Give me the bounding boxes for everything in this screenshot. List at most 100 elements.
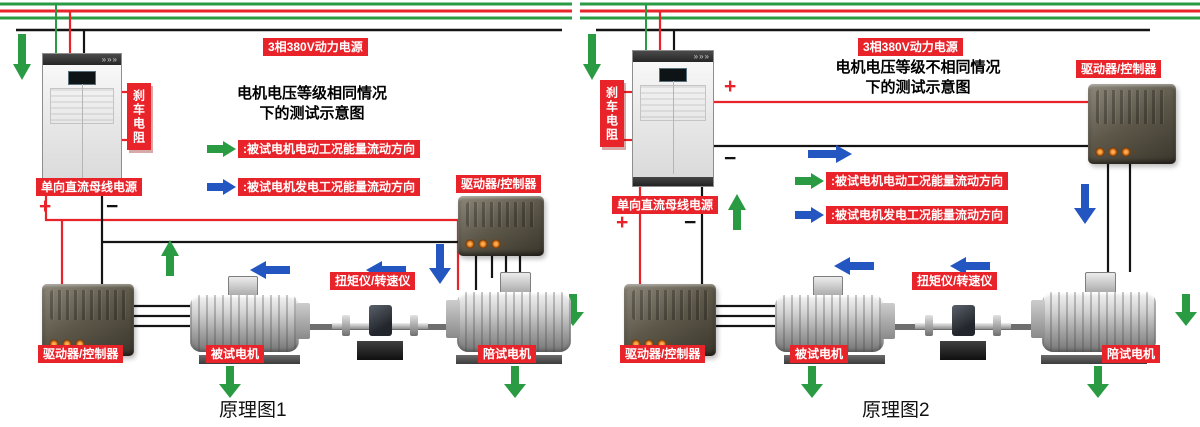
right-test-motor-endcap [881, 302, 895, 339]
right-green-arrow-down-right [1175, 294, 1197, 326]
left-blue-arrow-left-1 [250, 261, 290, 279]
left-legend-blue-arrow-icon [207, 179, 236, 195]
left-motor-under-test-device [190, 274, 312, 364]
right-plus-sign-top: + [724, 75, 737, 98]
right-minus-sign-top: − [724, 147, 737, 170]
left-power-supply-label: 3相380V动力电源 [263, 38, 368, 56]
left-title-line2: 下的测试示意图 [259, 105, 365, 122]
left-minus-sign: − [106, 195, 119, 218]
left-legend-generating-label: :被试电机发电工况能量流动方向 [238, 178, 420, 196]
right-blue-arrow-left-1 [834, 257, 874, 275]
right-test-motor-ribs [775, 294, 884, 353]
right-diagram-title: 电机电压等级不相同情况 下的测试示意图 [798, 58, 1038, 98]
left-companion-motor-label: 陪试电机 [478, 345, 537, 363]
right-companion-motor-body [1042, 291, 1156, 352]
left-green-arrow-up [161, 240, 179, 276]
left-torque-meter-device [332, 296, 428, 360]
right-legend-generating-label: :被试电机发电工况能量流动方向 [826, 206, 1008, 224]
left-caption: 原理图1 [219, 400, 287, 421]
right-title-line1: 电机电压等级不相同情况 [835, 59, 1001, 76]
left-motor-under-test-label: 被试电机 [206, 345, 265, 363]
right-test-driver-fins [632, 290, 708, 321]
right-legend-green-arrow-icon [795, 173, 824, 189]
left-companion-motor-ribs [457, 291, 571, 352]
right-power-bus-wires [580, 2, 1200, 51]
right-dc-bus-label: 单向直流母线电源 [612, 196, 719, 214]
left-test-motor-ribs [190, 294, 299, 353]
right-motor-under-test-label: 被试电机 [790, 345, 849, 363]
right-dc-link-wires [712, 100, 1132, 272]
right-test-driver-label: 驱动器/控制器 [620, 345, 706, 363]
right-companion-motor-ribs [1042, 291, 1156, 352]
right-blue-arrow-left-2 [950, 257, 990, 275]
right-companion-motor-endcap [1030, 300, 1045, 338]
right-cabinet-display [659, 68, 687, 82]
right-legend-blue-arrow-icon [795, 207, 824, 223]
right-blue-arrow-right [808, 145, 852, 163]
left-green-arrow-down-companion [504, 366, 526, 398]
right-minus-sign-bottom: − [684, 211, 697, 234]
right-torque-meter-base [939, 340, 987, 360]
right-companion-driver-ports [1095, 147, 1135, 157]
left-dc-bus-label: 单向直流母线电源 [36, 178, 143, 196]
left-companion-motor-body [457, 291, 571, 352]
right-torque-meter-coupling-right [992, 315, 1002, 336]
right-green-arrow-down-companion [1087, 366, 1109, 398]
right-cabinet-top-band [633, 51, 713, 62]
left-companion-driver-ports [465, 239, 505, 249]
right-cabinet-door-seam [673, 81, 674, 174]
left-green-arrow-down-motor [219, 366, 241, 398]
left-companion-motor-endcap [445, 300, 460, 338]
right-companion-driver-label: 驱动器/控制器 [1076, 60, 1162, 78]
left-companion-driver-fins [466, 202, 536, 228]
left-legend-green-arrow-icon [207, 141, 236, 157]
left-brake-resistor: 刹车电阻 [127, 83, 151, 150]
left-test-driver-ports [49, 339, 89, 349]
right-blue-arrow-down [1074, 184, 1096, 224]
left-test-driver-device [42, 284, 134, 356]
right-torque-meter-head [952, 304, 975, 336]
right-brake-resistor: 刹车电阻 [600, 80, 624, 147]
left-test-motor-endcap [296, 302, 310, 339]
right-companion-motor-label: 陪试电机 [1102, 345, 1161, 363]
right-green-arrow-up [728, 194, 746, 230]
left-cabinet-door-seam [82, 84, 83, 179]
right-companion-driver-fins [1096, 90, 1168, 124]
right-test-driver-device [624, 284, 716, 356]
right-green-arrow-down-motor [801, 366, 823, 398]
right-cabinet-base [633, 177, 713, 186]
left-torque-meter-label: 扭矩仪/转速仪 [330, 272, 416, 290]
right-torque-meter-device [915, 296, 1011, 360]
right-caption: 原理图2 [862, 400, 930, 421]
left-cabinet-top-band [43, 54, 121, 65]
right-torque-meter-coupling-left [924, 315, 934, 336]
left-power-bus-wires [0, 2, 572, 54]
left-torque-meter-base [356, 340, 404, 360]
left-test-motor-body [190, 294, 299, 353]
left-torque-meter-coupling-right [409, 315, 419, 336]
left-torque-meter-coupling-left [341, 315, 351, 336]
left-title-line1: 电机电压等级相同情况 [236, 85, 387, 102]
right-torque-meter-label: 扭矩仪/转速仪 [912, 272, 998, 290]
left-diagram-title: 电机电压等级相同情况 下的测试示意图 [212, 84, 412, 124]
right-green-arrow-top-down [583, 34, 601, 80]
right-plus-sign-bottom: + [616, 211, 629, 234]
right-dc-source-cabinet [632, 50, 714, 187]
right-test-motor-body [775, 294, 884, 353]
left-dc-source-cabinet [42, 53, 122, 192]
left-test-driver-fins [50, 290, 126, 321]
left-companion-driver-label: 驱动器/控制器 [456, 175, 542, 193]
left-legend-motoring-label: :被试电机电动工况能量流动方向 [238, 140, 420, 158]
right-companion-driver-device [1088, 84, 1176, 164]
left-companion-driver-device [458, 196, 544, 256]
right-power-supply-label: 3相380V动力电源 [858, 38, 963, 56]
right-title-line2: 下的测试示意图 [865, 79, 971, 96]
right-test-driver-ports [631, 339, 671, 349]
left-green-arrow-top-down [13, 34, 31, 80]
left-blue-arrow-down [429, 244, 451, 284]
left-torque-meter-head [369, 304, 392, 336]
right-legend-motoring-label: :被试电机电动工况能量流动方向 [826, 172, 1008, 190]
